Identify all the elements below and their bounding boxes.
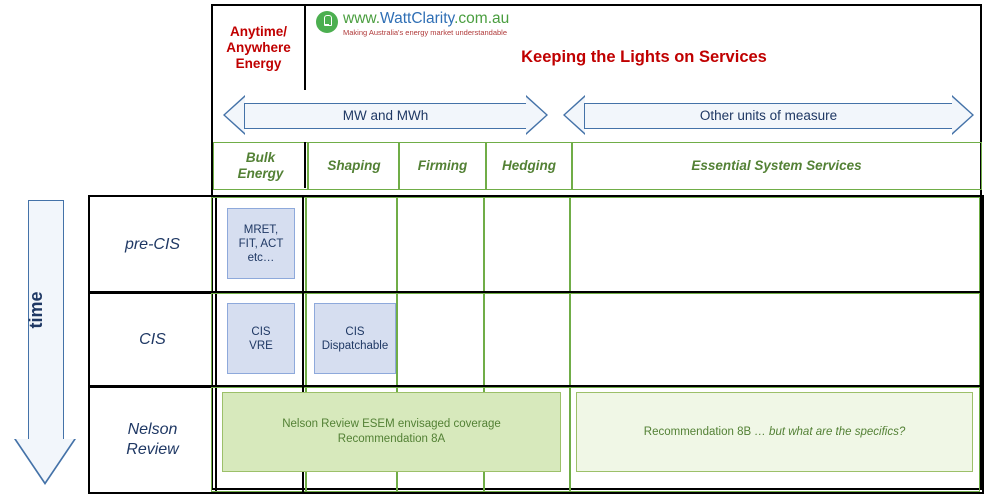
row-label-nelson-review: Nelson Review [88,385,217,494]
box-mret-fit-act: MRET, FIT, ACT etc… [227,208,295,279]
arrow-mw-label: MW and MWh [342,107,429,123]
row-label-cis: CIS [88,291,217,388]
header-keeping-lights-on: Keeping the Lights on Services [308,6,980,90]
nelson-a-line2: Recommendation 8A [337,433,446,445]
wattclarity-logo: www.WattClarity.com.au Making Australia'… [316,10,556,48]
arrow-other-label: Other units of measure [699,107,838,123]
row-divider-precis [302,195,304,294]
column-header-shaping: Shaping [308,142,400,190]
logo-tagline: Making Australia's energy market underst… [343,28,508,37]
row-divider-cis [302,291,304,388]
box-cis-vre: CIS VRE [227,303,295,374]
logo-wattclarity: WattClarity [380,10,455,27]
column-header-row: Bulk Energy Shaping Firming Hedging Esse… [213,142,982,190]
column-header-firming: Firming [398,142,487,190]
nelson-a-line1: Nelson Review ESEM envisaged coverage [282,418,501,430]
column-divider [304,142,306,188]
cell-cis-ess [569,293,980,386]
header-anytime-label: Anytime/ Anywhere Energy [226,24,291,71]
column-header-essential-system-services: Essential System Services [571,142,982,190]
nelson-b-line2: … but what are the specifics? [754,425,906,438]
box-nelson-recommendation-8a: Nelson Review ESEM envisaged coverage Re… [222,392,561,472]
time-arrow-label: time [25,291,46,329]
row-pre-cis [211,195,984,294]
time-arrow-head-fill [16,439,74,482]
header-keeping-label: Keeping the Lights on Services [521,47,767,66]
arrow-other-units: Other units of measure [563,95,974,135]
cell-precis-ess [569,197,980,292]
time-arrow-shaft [28,200,64,441]
arrow-mw-and-mwh: MW and MWh [223,95,548,135]
cell-cis-hedging [483,293,571,386]
logo-domain: www.WattClarity.com.au [343,10,509,27]
cell-nelson-ess [569,387,980,492]
matrix-outer-frame [211,4,982,490]
box-nelson-recommendation-8b: Recommendation 8B … but what are the spe… [576,392,973,472]
lightbulb-icon [316,11,338,33]
cell-precis-hedging [483,197,571,292]
nelson-b-line1: Recommendation 8B [643,425,755,438]
box-cis-dispatchable: CIS Dispatchable [314,303,396,374]
cell-precis-firming [396,197,485,292]
row-label-pre-cis: pre-CIS [88,195,217,294]
cell-precis-shaping [306,197,398,292]
cell-cis-firming [396,293,485,386]
column-header-hedging: Hedging [485,142,573,190]
time-arrow: time [14,200,76,485]
logo-www: www. [343,10,381,27]
column-header-bulk-energy: Bulk Energy [213,142,308,190]
header-anytime-anywhere-energy: Anytime/ Anywhere Energy [213,6,306,90]
logo-tld: .com.au [454,10,510,27]
